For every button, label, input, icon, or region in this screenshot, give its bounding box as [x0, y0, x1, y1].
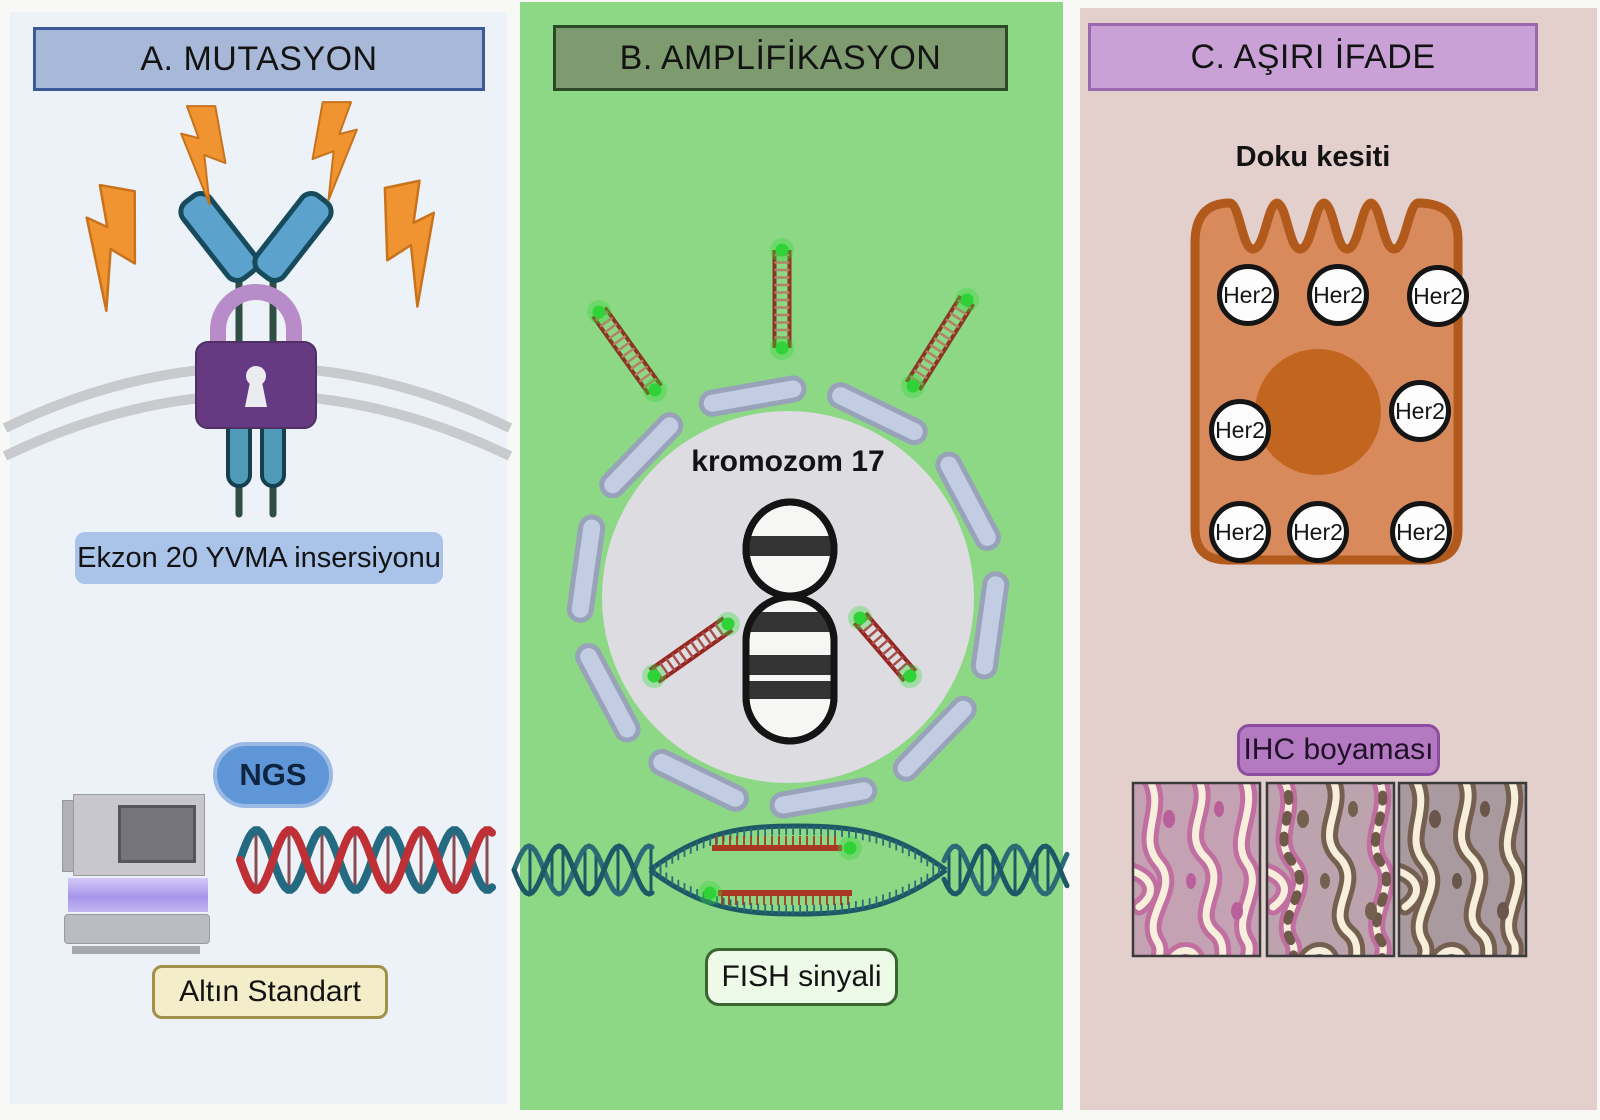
her2-receptor-badge: Her2: [1307, 264, 1369, 326]
panel-amplification: [520, 2, 1063, 1110]
chromosome-label: kromozom 17: [691, 445, 885, 478]
panel-b-header: B. AMPLİFİKASYON: [553, 25, 1008, 91]
gold-standard-label: Altın Standart: [152, 965, 388, 1019]
sequencer-base: [64, 914, 210, 944]
her2-receptor-badge: Her2: [1217, 264, 1279, 326]
sequencer-screen: [118, 805, 196, 863]
panel-c-header: C. AŞIRI İFADE: [1088, 23, 1538, 91]
sequencer-top-unit: [73, 794, 205, 876]
her2-receptor-badge: Her2: [1389, 380, 1451, 442]
her2-receptor-badge: Her2: [1390, 501, 1452, 563]
her2-receptor-badge: Her2: [1287, 501, 1349, 563]
sequencer-icon: [62, 788, 212, 956]
tissue-section-label: Doku kesiti: [1235, 140, 1391, 173]
ngs-badge: NGS: [213, 742, 333, 808]
panel-a-header: A. MUTASYON: [33, 27, 485, 91]
ihc-staining-label: IHC boyaması: [1237, 724, 1440, 776]
mutation-label: Ekzon 20 YVMA insersiyonu: [75, 532, 443, 584]
her2-receptor-badge: Her2: [1407, 265, 1469, 327]
sequencer-light-band: [68, 878, 208, 912]
sequencer-feet: [72, 946, 200, 954]
fish-signal-label: FISH sinyali: [705, 948, 898, 1006]
her2-receptor-badge: Her2: [1209, 399, 1271, 461]
her2-receptor-badge: Her2: [1209, 501, 1271, 563]
